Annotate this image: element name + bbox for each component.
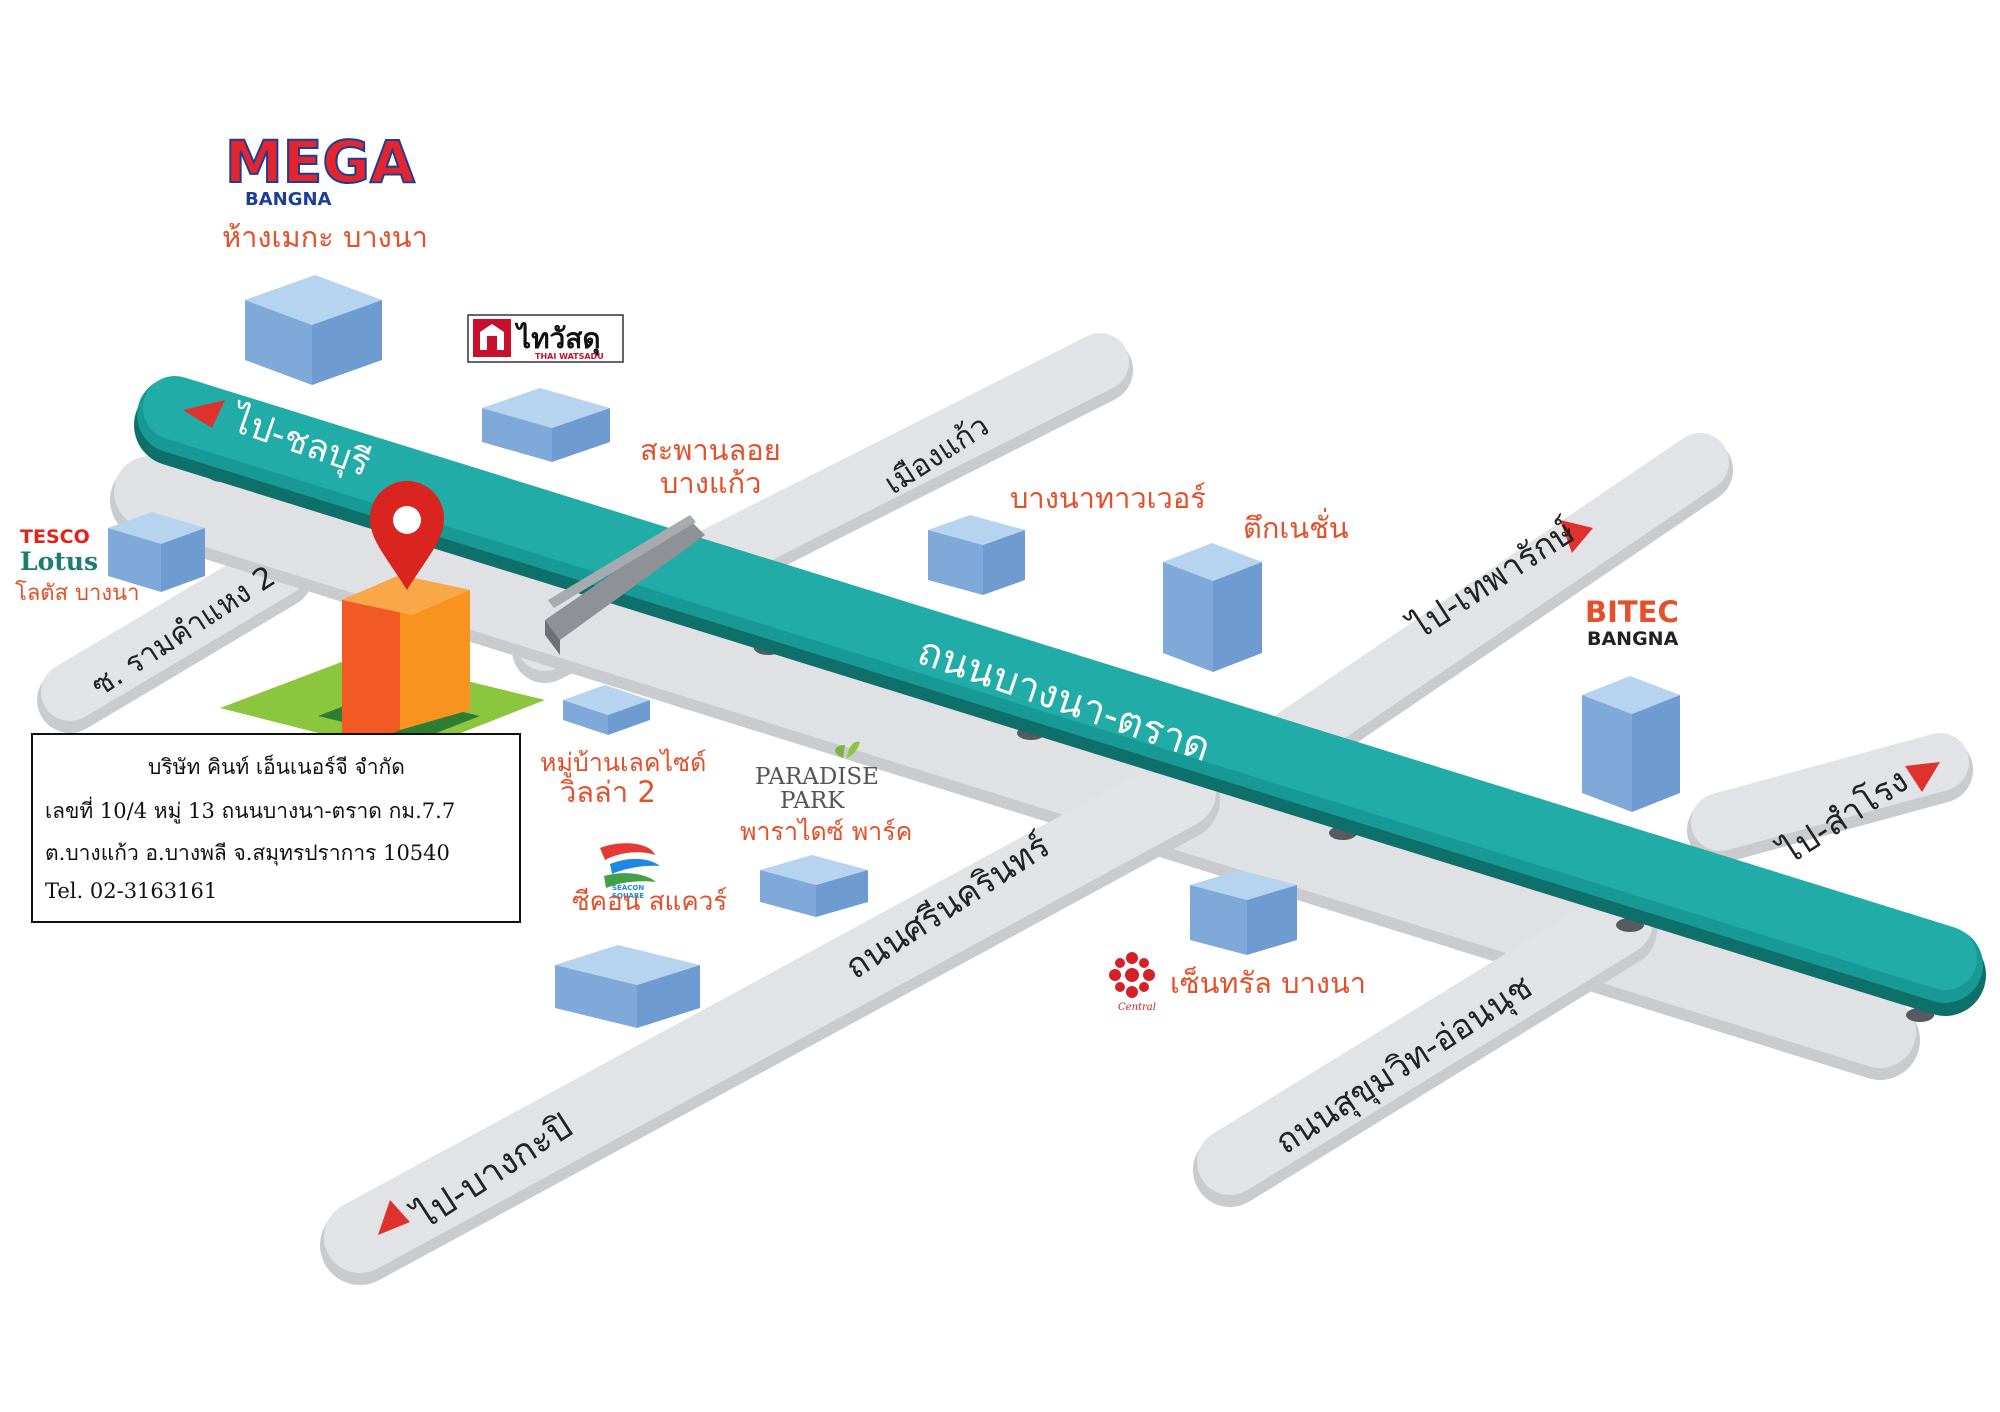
bridge-label-1: สะพานลอย [640,433,781,467]
company-name: บริษัท คินท์ เอ็นเนอร์จี จำกัด [148,755,405,779]
leaf-icon [835,741,860,758]
lotus-logo: Lotus [20,547,98,576]
bridge-label-2: บางแก้ว [660,466,761,500]
address-box: บริษัท คินท์ เอ็นเนอร์จี จำกัด เลขที่ 10… [31,733,521,923]
location-pin-icon [370,481,444,590]
lotus-label: โลตัส บางนา [15,580,139,606]
thaiwatsadu-sub: THAI WATSADU [535,352,604,361]
bangna-tower-label: บางนาทาวเวอร์ [1010,481,1206,515]
seacon-label: ซีคอน สแควร์ [572,887,727,917]
nation-label: ตึกเนชั่น [1243,508,1349,545]
mega-logo-sub: BANGNA [245,189,332,210]
seacon-logo-icon [600,843,660,888]
lakeside-label-2: วิลล่า 2 [560,775,656,809]
direction-arrow-icon [183,400,1940,1235]
bitec-logo: BITEC [1585,595,1679,629]
mega-label: ห้างเมกะ บางนา [222,220,428,254]
highway-bangna-trad [134,376,1986,1022]
central-flower-icon [1109,952,1155,998]
bitec-sub: BANGNA [1587,628,1679,650]
address-line-2: ต.บางแก้ว อ.บางพลี จ.สมุทรปราการ 10540 [45,841,450,865]
company-site [220,575,545,755]
thaiwatsadu-logo: ไทวัสดุ [514,322,601,356]
seacon-logo-2: SQUARE [612,892,644,900]
central-logo: Central [1118,1002,1156,1013]
central-label: เซ็นทรัล บางนา [1170,965,1366,1000]
paradise-logo-1: PARADISE [755,764,879,790]
paradise-logo-2: PARK [780,788,845,814]
buildings [108,275,1680,1028]
landmark-labels: MEGA BANGNA ห้างเมกะ บางนา ไทวัสดุ THAI … [15,127,1679,1013]
paradise-label: พาราไดซ์ พาร์ค [740,817,912,846]
lakeside-label-1: หมู่บ้านเลคไซด์ [540,748,706,778]
phone-number: Tel. 02-3163161 [45,879,218,903]
mega-logo: MEGA [225,128,415,196]
seacon-logo-1: SEACON [612,884,644,892]
address-line-1: เลขที่ 10/4 หมู่ 13 ถนนบางนา-ตราด กม.7.7 [45,799,456,823]
tesco-logo: TESCO [20,526,90,548]
grey-roads [37,333,1973,1285]
pedestrian-bridge [545,515,705,655]
